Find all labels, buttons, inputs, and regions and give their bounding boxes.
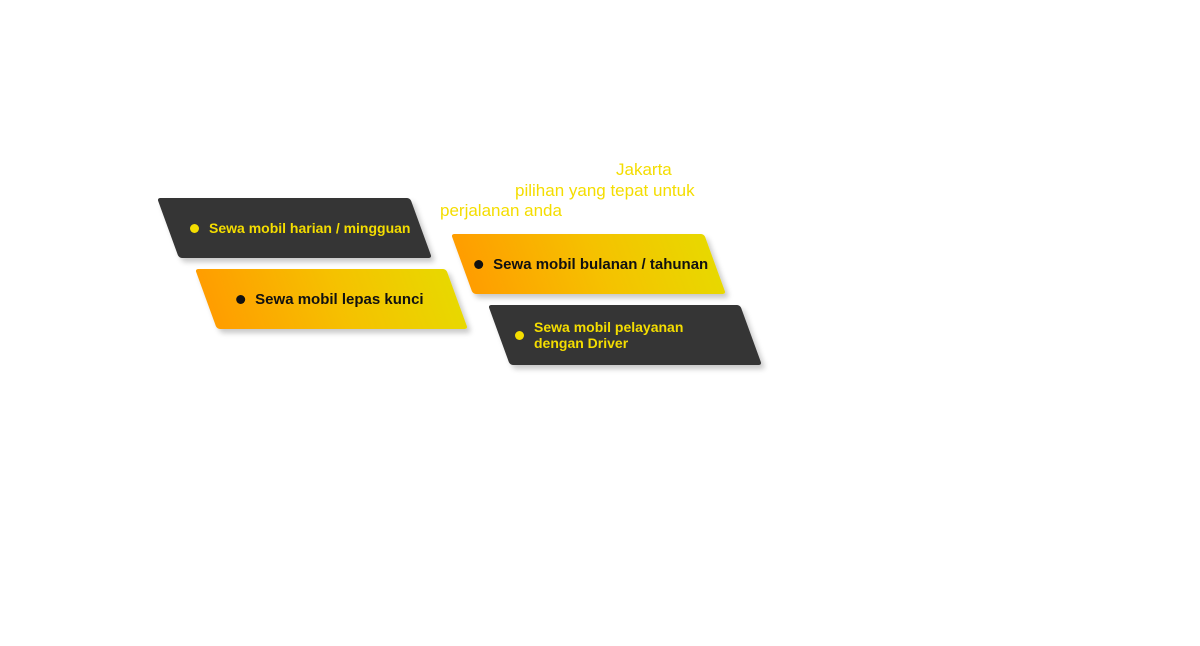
- service-label: Sewa mobil pelayanan dengan Driver: [534, 319, 684, 351]
- bullet-dot-icon: [236, 294, 245, 304]
- service-card-monthly-yearly[interactable]: Sewa mobil bulanan / tahunan: [451, 234, 726, 294]
- tagline-line-3: perjalanan anda: [440, 201, 562, 220]
- service-card-daily-weekly[interactable]: Sewa mobil harian / mingguan: [157, 198, 432, 258]
- service-card-with-driver[interactable]: Sewa mobil pelayanan dengan Driver: [488, 305, 762, 365]
- tagline-line-2: pilihan yang tepat untuk: [515, 181, 695, 200]
- bullet-dot-icon: [190, 223, 199, 233]
- service-card-self-drive[interactable]: Sewa mobil lepas kunci: [195, 269, 468, 329]
- service-label: Sewa mobil bulanan / tahunan: [493, 255, 709, 273]
- service-label: Sewa mobil harian / mingguan: [209, 220, 411, 236]
- bullet-dot-icon: [515, 330, 524, 340]
- service-label: Sewa mobil lepas kunci: [255, 290, 424, 308]
- bullet-dot-icon: [474, 259, 483, 269]
- tagline-line-1: Jakarta: [616, 160, 672, 179]
